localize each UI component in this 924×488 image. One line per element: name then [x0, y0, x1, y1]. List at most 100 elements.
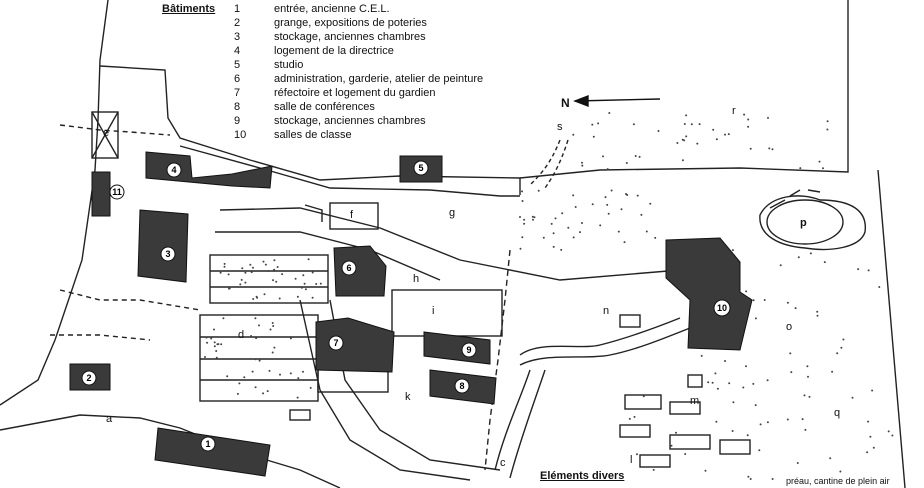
vegetation-dot [523, 222, 526, 225]
vegetation-dot [255, 295, 258, 298]
legend-label: stockage, anciennes chambres [274, 115, 426, 127]
vegetation-dot [681, 138, 684, 141]
letter-d: d [238, 329, 244, 341]
vegetation-dot [572, 236, 575, 239]
vegetation-dot [258, 359, 261, 362]
vegetation-dot [808, 395, 811, 398]
vegetation-dot [269, 328, 272, 331]
misc-elements-title: Eléments divers [540, 470, 625, 482]
legend-num: 8 [234, 101, 241, 113]
vegetation-dot [826, 120, 829, 123]
vegetation-dot [747, 118, 750, 121]
marker-4: 4 [166, 162, 182, 178]
marker-2: 2 [81, 370, 97, 386]
vegetation-dot [311, 296, 314, 299]
letter-f: f [350, 209, 354, 221]
vegetation-dot [867, 420, 870, 423]
legend-label: administration, garderie, atelier de pei… [274, 73, 484, 85]
vegetation-dot [887, 430, 890, 433]
vegetation-dot [599, 224, 602, 227]
vegetation-dot [878, 286, 881, 288]
vegetation-dot [607, 212, 610, 215]
vegetation-dot [213, 341, 216, 344]
vegetation-dot [249, 263, 252, 266]
vegetation-dot [806, 365, 809, 368]
vegetation-dot [561, 212, 564, 215]
vegetation-dot [745, 290, 748, 293]
vegetation-dot [592, 135, 595, 138]
vegetation-dot [732, 401, 735, 404]
vegetation-dot [816, 310, 819, 313]
vegetation-dot [213, 345, 216, 348]
vegetation-dot [807, 375, 809, 378]
vegetation-dot [273, 259, 276, 262]
vegetation-dot [254, 317, 257, 320]
letter-c: c [500, 457, 506, 469]
vegetation-dot [636, 453, 638, 456]
vegetation-dot [747, 125, 750, 128]
vegetation-dot [243, 376, 246, 379]
vegetation-dot [743, 113, 746, 116]
vegetation-dot [696, 142, 699, 145]
vegetation-dot [268, 369, 271, 372]
vegetation-dot [250, 335, 253, 337]
vegetation-dot [550, 222, 553, 225]
vegetation-dot [675, 431, 677, 434]
vegetation-dot [523, 218, 526, 221]
vegetation-dot [690, 123, 693, 126]
legend-num: 6 [234, 73, 241, 85]
legend-num: 1 [234, 3, 241, 15]
vegetation-dot [771, 148, 774, 151]
vegetation-dot [642, 395, 645, 398]
vegetation-dot [304, 288, 307, 291]
buildings [69, 151, 753, 477]
letter-s: s [557, 121, 563, 133]
letter-m: m [690, 395, 699, 407]
vegetation-dot [831, 370, 834, 373]
svg-text:11: 11 [112, 187, 122, 197]
misc-elements-note: préau, cantine de plein air [786, 476, 890, 486]
svg-text:3: 3 [165, 249, 170, 259]
vegetation-dot [685, 135, 688, 138]
vegetation-dot [749, 478, 752, 480]
vegetation-dot [645, 230, 648, 233]
vegetation-dot [608, 112, 611, 114]
legend-num: 7 [234, 87, 241, 99]
vegetation-dot [638, 155, 641, 158]
vegetation-dot [278, 297, 281, 300]
vegetation-dot [228, 286, 231, 289]
vegetation-dot [273, 346, 276, 349]
vegetation-dot [572, 194, 575, 197]
letter-h: h [413, 273, 419, 285]
building-7 [315, 317, 395, 373]
vegetation-dot [763, 299, 766, 301]
vegetation-dot [799, 167, 802, 170]
vegetation-dot [636, 194, 639, 197]
vegetation-dot [728, 382, 731, 385]
vegetation-dot [623, 241, 626, 244]
vegetation-dot [797, 256, 800, 259]
vegetation-dot [281, 273, 284, 276]
vegetation-dot [606, 168, 609, 171]
vegetation-dot [842, 338, 845, 341]
vegetation-dot [215, 356, 218, 359]
vegetation-dot [264, 263, 267, 266]
marker-7: 7 [328, 335, 344, 351]
vegetation-dot [796, 462, 799, 464]
vegetation-dot [786, 301, 789, 304]
letter-i: i [432, 305, 434, 317]
vegetation-dot [273, 268, 276, 271]
vegetation-dot [604, 196, 607, 199]
vegetation-dot [216, 343, 219, 346]
vegetation-dot [681, 159, 684, 162]
north-arrow [573, 94, 661, 108]
marker-10: 10 [713, 299, 731, 317]
vegetation-dot [767, 116, 769, 119]
vegetation-dot [786, 418, 789, 421]
vegetation-dot [271, 322, 274, 324]
legend-num: 10 [234, 129, 247, 141]
